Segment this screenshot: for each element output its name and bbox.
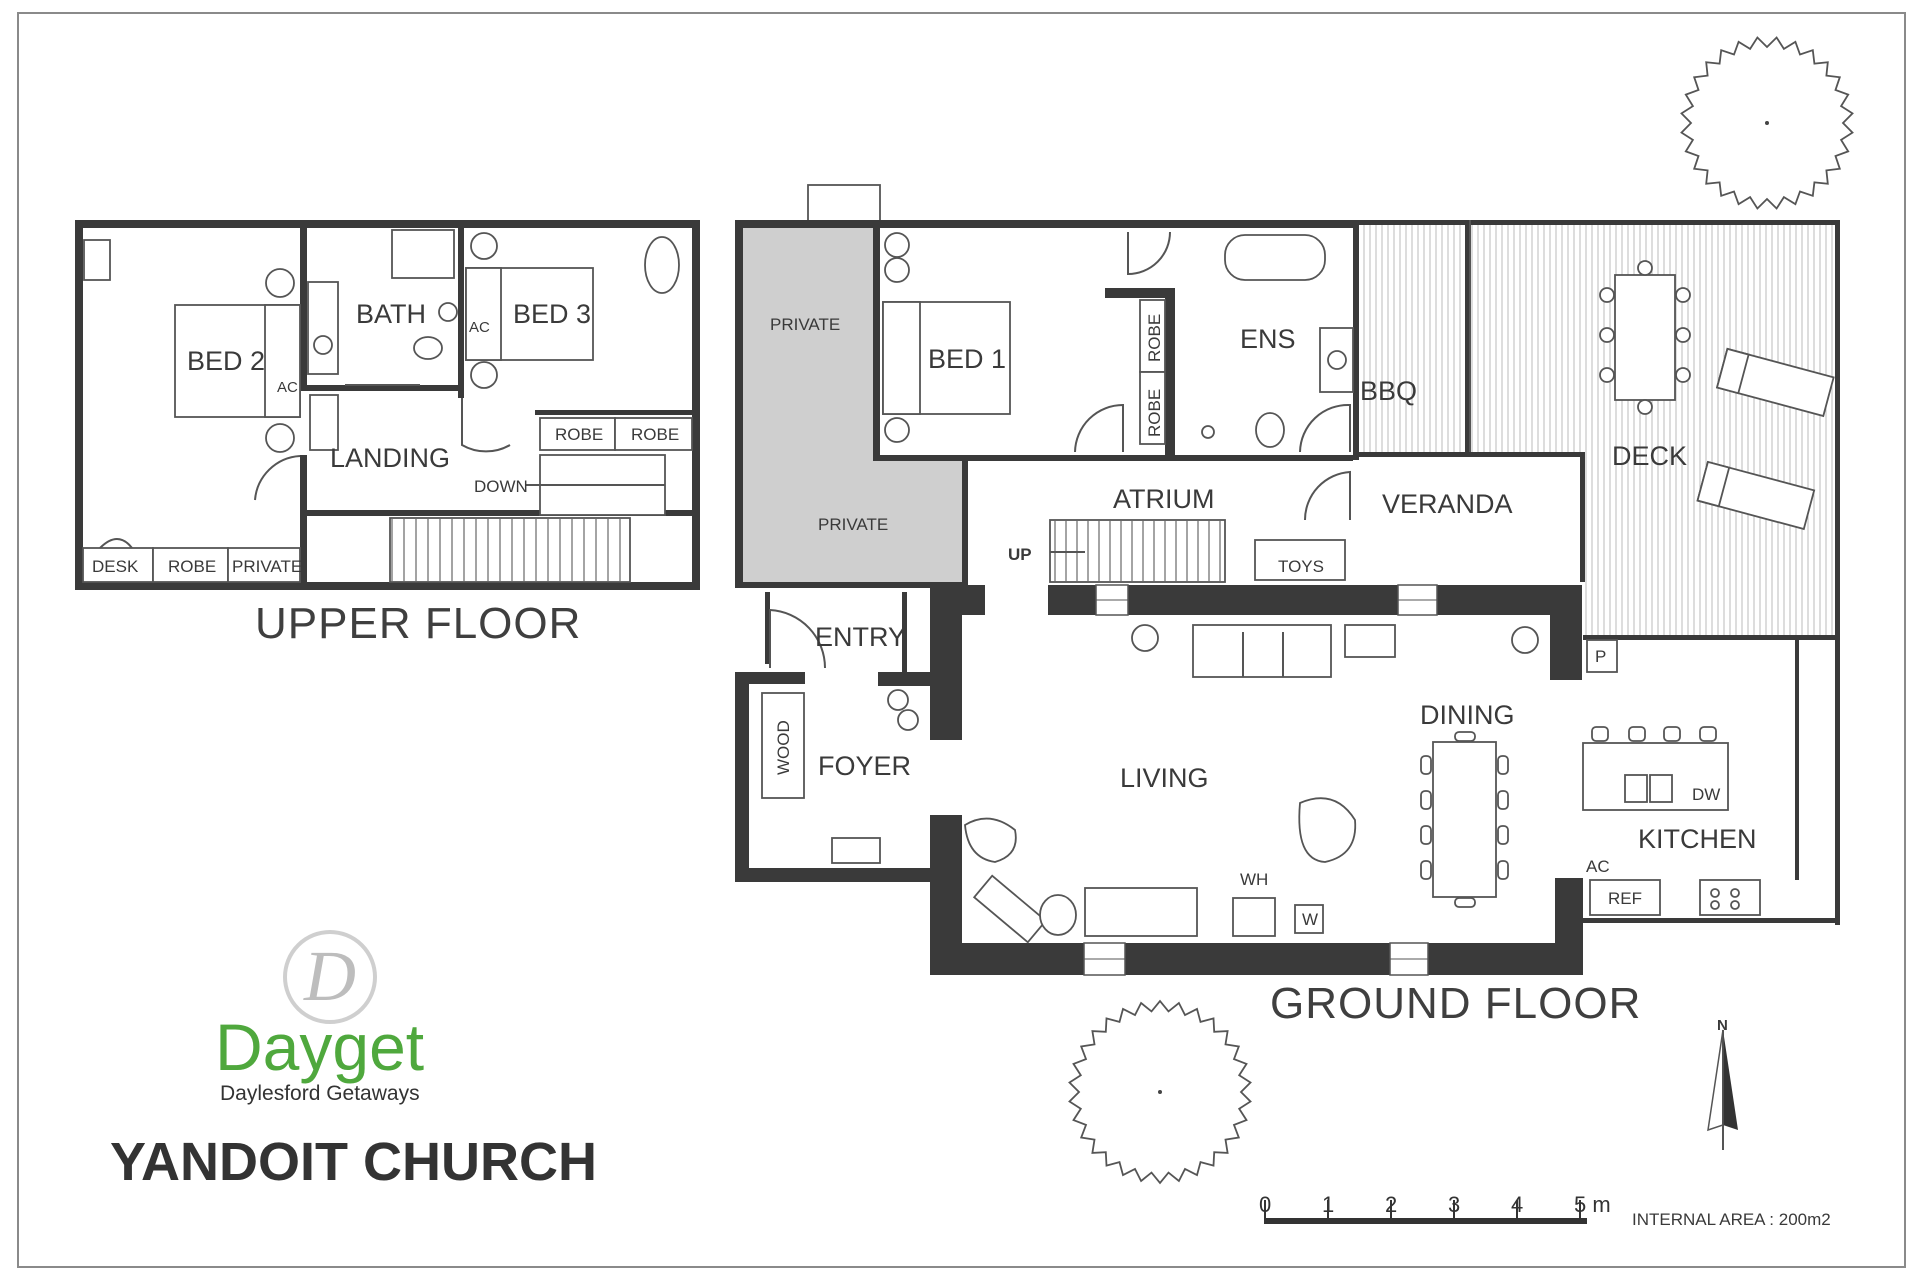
label-robe-b: ROBE [1145, 389, 1164, 437]
upper-floor-plan [75, 220, 700, 590]
label-entry: ENTRY [815, 622, 906, 652]
label-ac-bed3: AC [469, 319, 490, 336]
scale-tick-label: 0 [1259, 1192, 1271, 1217]
property-title: YANDOIT CHURCH [110, 1132, 597, 1192]
compass-n: N [1717, 1017, 1728, 1034]
label-robe-upper-3: ROBE [168, 557, 216, 576]
dining-table [1432, 741, 1497, 898]
label-wh: WH [1240, 870, 1268, 889]
ground-floor-plan [735, 184, 1840, 976]
north-arrow [1707, 1029, 1738, 1150]
label-landing: LANDING [330, 443, 450, 473]
label-ac-bed2: AC [277, 379, 298, 396]
tree-bottom [1068, 999, 1252, 1185]
label-wood: WOOD [774, 720, 793, 775]
label-bed1: BED 1 [928, 344, 1006, 374]
brand-logo: D [283, 930, 377, 1024]
label-down: DOWN [474, 477, 528, 496]
label-w: W [1302, 910, 1318, 929]
label-bath: BATH [356, 299, 426, 329]
page-border [17, 12, 1906, 1268]
scale-tick-label: 3 [1448, 1192, 1460, 1217]
ground-stairs [1049, 519, 1226, 583]
label-kitchen: KITCHEN [1638, 824, 1757, 854]
label-toys: TOYS [1278, 557, 1324, 576]
label-p: P [1595, 647, 1606, 666]
label-private-upper: PRIVATE [232, 557, 302, 576]
label-deck: DECK [1612, 441, 1687, 471]
label-up: UP [1008, 545, 1032, 564]
label-robe-a: ROBE [1145, 314, 1164, 362]
label-private-2: PRIVATE [818, 515, 888, 534]
label-ref: REF [1608, 889, 1642, 908]
label-atrium: ATRIUM [1113, 484, 1215, 514]
label-desk: DESK [92, 557, 139, 576]
brand-tagline: Daylesford Getaways [220, 1082, 420, 1105]
scale-tick-label: 4 [1511, 1192, 1523, 1217]
label-bbq: BBQ [1360, 376, 1417, 406]
brand-monogram: D [303, 936, 356, 1016]
label-living: LIVING [1120, 763, 1209, 793]
ground-floor-title: GROUND FLOOR [1270, 979, 1641, 1028]
scale-tick-label: 2 [1385, 1192, 1397, 1217]
sofa [1192, 624, 1332, 678]
scale-tick-label: 5 m [1574, 1192, 1611, 1217]
label-private-1: PRIVATE [770, 315, 840, 334]
scale-tick-label: 1 [1322, 1192, 1334, 1217]
label-dw: DW [1692, 785, 1720, 804]
label-ens: ENS [1240, 324, 1296, 354]
label-dining: DINING [1420, 700, 1515, 730]
brand-name: Dayget [215, 1010, 424, 1084]
internal-area: INTERNAL AREA : 200m2 [1632, 1210, 1831, 1229]
label-bed3: BED 3 [513, 299, 591, 329]
label-robe-upper-2: ROBE [631, 425, 679, 444]
tree-top-right [1680, 36, 1854, 210]
label-veranda: VERANDA [1382, 489, 1513, 519]
label-foyer: FOYER [818, 751, 911, 781]
upper-stairs [389, 454, 666, 583]
scale-bar: 0 1 2 3 4 5 m [1259, 1192, 1611, 1224]
label-robe-upper-1: ROBE [555, 425, 603, 444]
label-bed2: BED 2 [187, 346, 265, 376]
label-ac-kitchen: AC [1586, 857, 1610, 876]
upper-floor-title: UPPER FLOOR [255, 599, 581, 648]
